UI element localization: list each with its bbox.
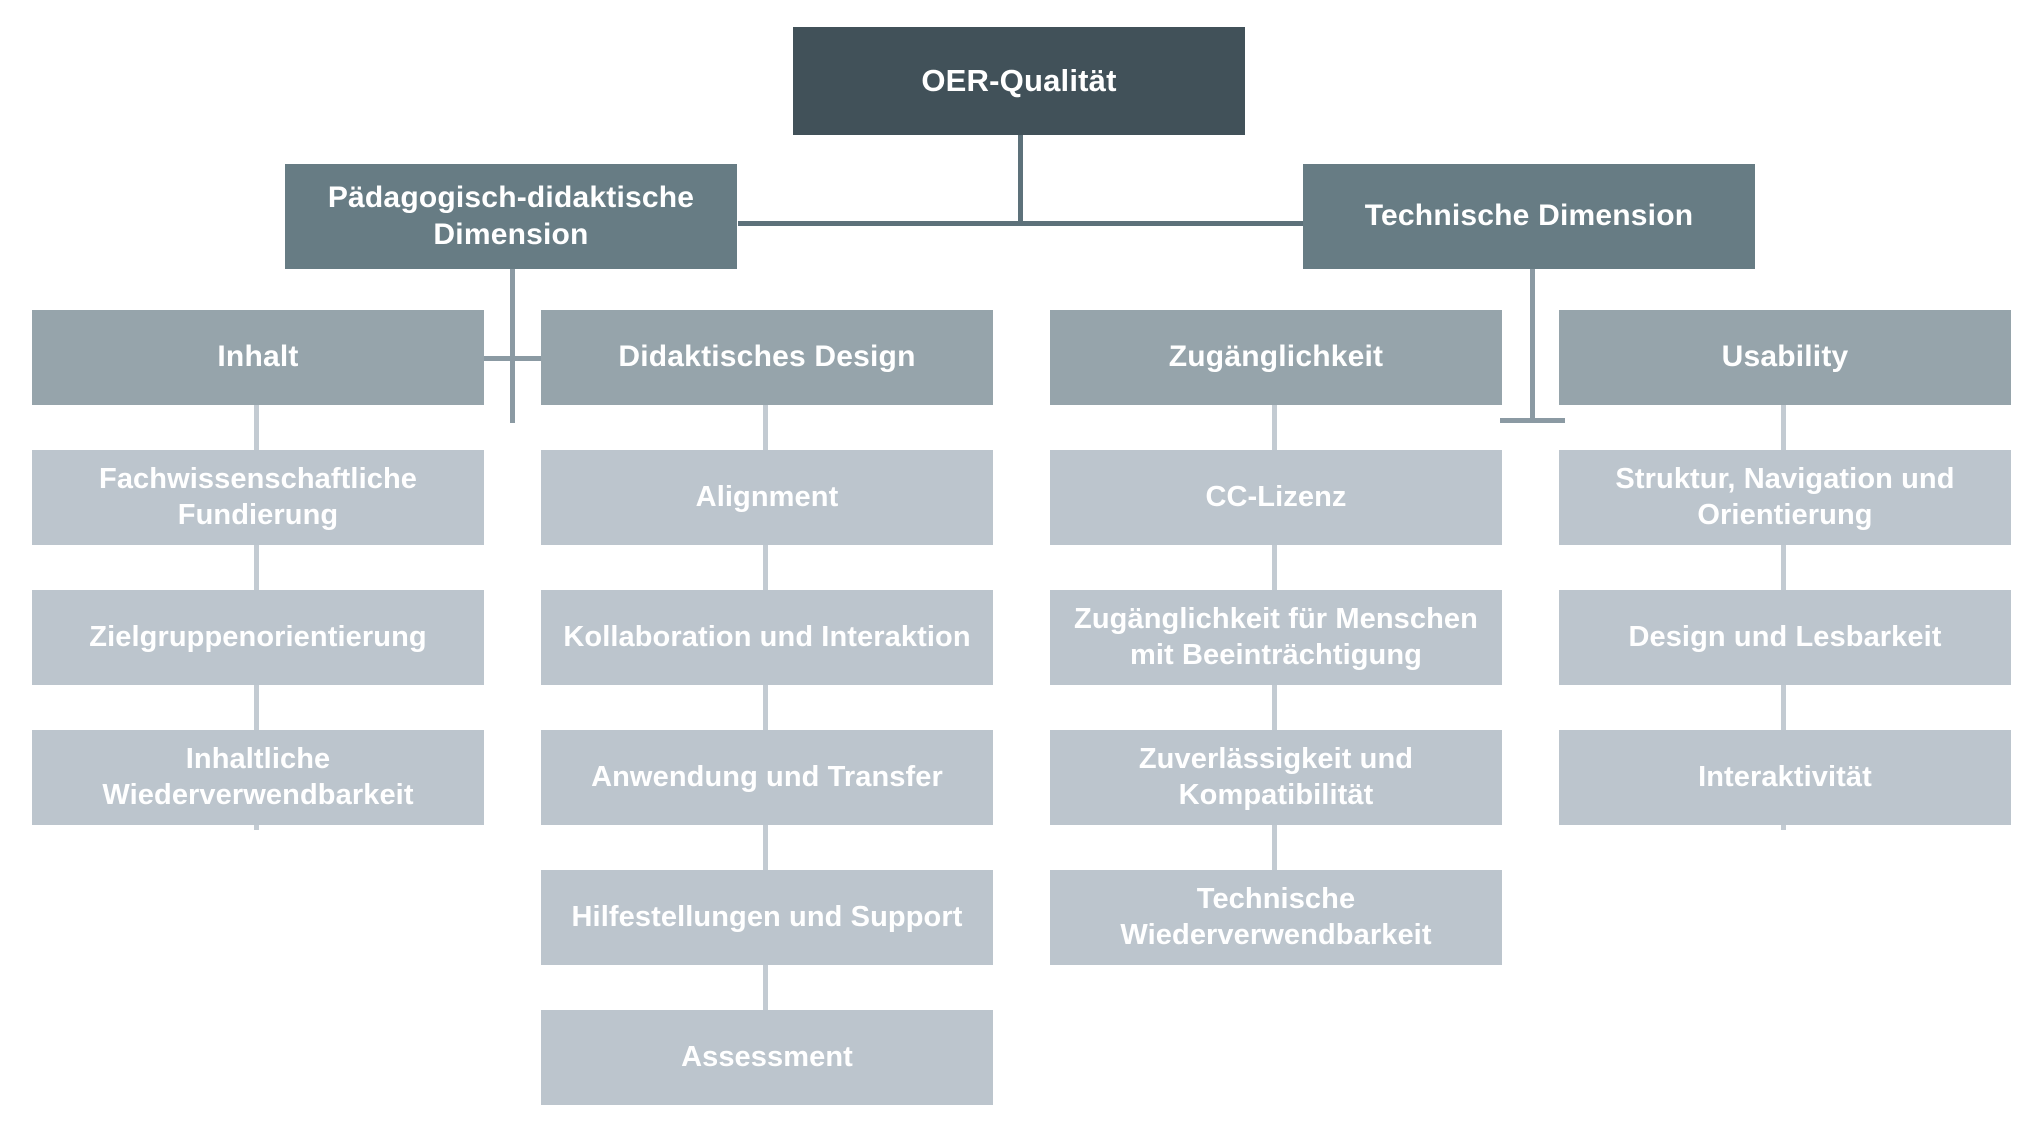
node-label: Hilfestellungen und Support — [571, 900, 963, 933]
node-label: Pädagogisch-didaktische Dimension — [327, 180, 695, 251]
connector-right-dimension-stem — [1530, 268, 1535, 423]
node-label: CC-Lizenz — [1205, 480, 1347, 513]
node-criterion-zuverlaessigkeit-und-kompatibilitaet[interactable]: Zuverlässigkeit und Kompatibilität — [1050, 730, 1502, 825]
node-criterion-zielgruppenorientierung[interactable]: Zielgruppenorientierung — [32, 590, 484, 685]
node-criterion-technische-wiederverwendbarkeit[interactable]: Technische Wiederverwendbarkeit — [1050, 870, 1502, 965]
node-category-zugaenglichkeit[interactable]: Zugänglichkeit — [1050, 310, 1502, 405]
node-criterion-fachwissenschaftliche-fundierung[interactable]: Fachwissenschaftliche Fundierung — [32, 450, 484, 545]
connector-root-stem — [1018, 134, 1023, 224]
node-category-inhalt[interactable]: Inhalt — [32, 310, 484, 405]
node-label: Fachwissenschaftliche Fundierung — [99, 463, 417, 531]
connector-dimension-bar — [738, 221, 1303, 226]
node-dimension-paedagogisch-didaktische[interactable]: Pädagogisch-didaktische Dimension — [285, 164, 737, 269]
node-label: Inhalt — [217, 340, 299, 374]
node-label: Didaktisches Design — [618, 340, 916, 374]
node-label: OER-Qualität — [921, 63, 1117, 99]
node-label: Alignment — [695, 480, 839, 513]
node-label: Interaktivität — [1698, 760, 1872, 793]
node-criterion-hilfestellungen-und-support[interactable]: Hilfestellungen und Support — [541, 870, 993, 965]
node-label: Design und Lesbarkeit — [1628, 620, 1942, 653]
connector-left-category-bar — [480, 356, 545, 361]
node-criterion-alignment[interactable]: Alignment — [541, 450, 993, 545]
node-criterion-anwendung-und-transfer[interactable]: Anwendung und Transfer — [541, 730, 993, 825]
node-criterion-zugaenglichkeit-fuer-menschen-mit-beeintraechtigung[interactable]: Zugänglichkeit für Menschen mit Beeinträ… — [1050, 590, 1502, 685]
node-label: Zielgruppenorientierung — [89, 620, 427, 653]
node-dimension-technische[interactable]: Technische Dimension — [1303, 164, 1755, 269]
node-label: Technische Wiederverwendbarkeit — [1120, 883, 1432, 951]
node-label: Zuverlässigkeit und Kompatibilität — [1138, 743, 1414, 811]
node-label: Zugänglichkeit — [1168, 340, 1384, 374]
node-label: Assessment — [681, 1040, 853, 1073]
node-category-didaktisches-design[interactable]: Didaktisches Design — [541, 310, 993, 405]
node-label: Usability — [1721, 340, 1849, 374]
node-root-oer-qualitaet[interactable]: OER-Qualität — [793, 27, 1245, 135]
node-criterion-design-und-lesbarkeit[interactable]: Design und Lesbarkeit — [1559, 590, 2011, 685]
node-criterion-cc-lizenz[interactable]: CC-Lizenz — [1050, 450, 1502, 545]
connector-left-dimension-stem — [510, 268, 515, 423]
node-criterion-struktur-navigation-und-orientierung[interactable]: Struktur, Navigation und Orientierung — [1559, 450, 2011, 545]
node-criterion-kollaboration-und-interaktion[interactable]: Kollaboration und Interaktion — [541, 590, 993, 685]
node-label: Zugänglichkeit für Menschen mit Beeinträ… — [1074, 603, 1478, 671]
connector-right-category-bar — [1500, 418, 1565, 423]
node-label: Struktur, Navigation und Orientierung — [1615, 463, 1955, 531]
node-label: Anwendung und Transfer — [591, 760, 943, 793]
node-category-usability[interactable]: Usability — [1559, 310, 2011, 405]
node-label: Kollaboration und Interaktion — [563, 620, 971, 653]
node-label: Inhaltliche Wiederverwendbarkeit — [102, 743, 414, 811]
node-criterion-interaktivitaet[interactable]: Interaktivität — [1559, 730, 2011, 825]
node-criterion-inhaltliche-wiederverwendbarkeit[interactable]: Inhaltliche Wiederverwendbarkeit — [32, 730, 484, 825]
node-label: Technische Dimension — [1364, 199, 1694, 233]
node-criterion-assessment[interactable]: Assessment — [541, 1010, 993, 1105]
